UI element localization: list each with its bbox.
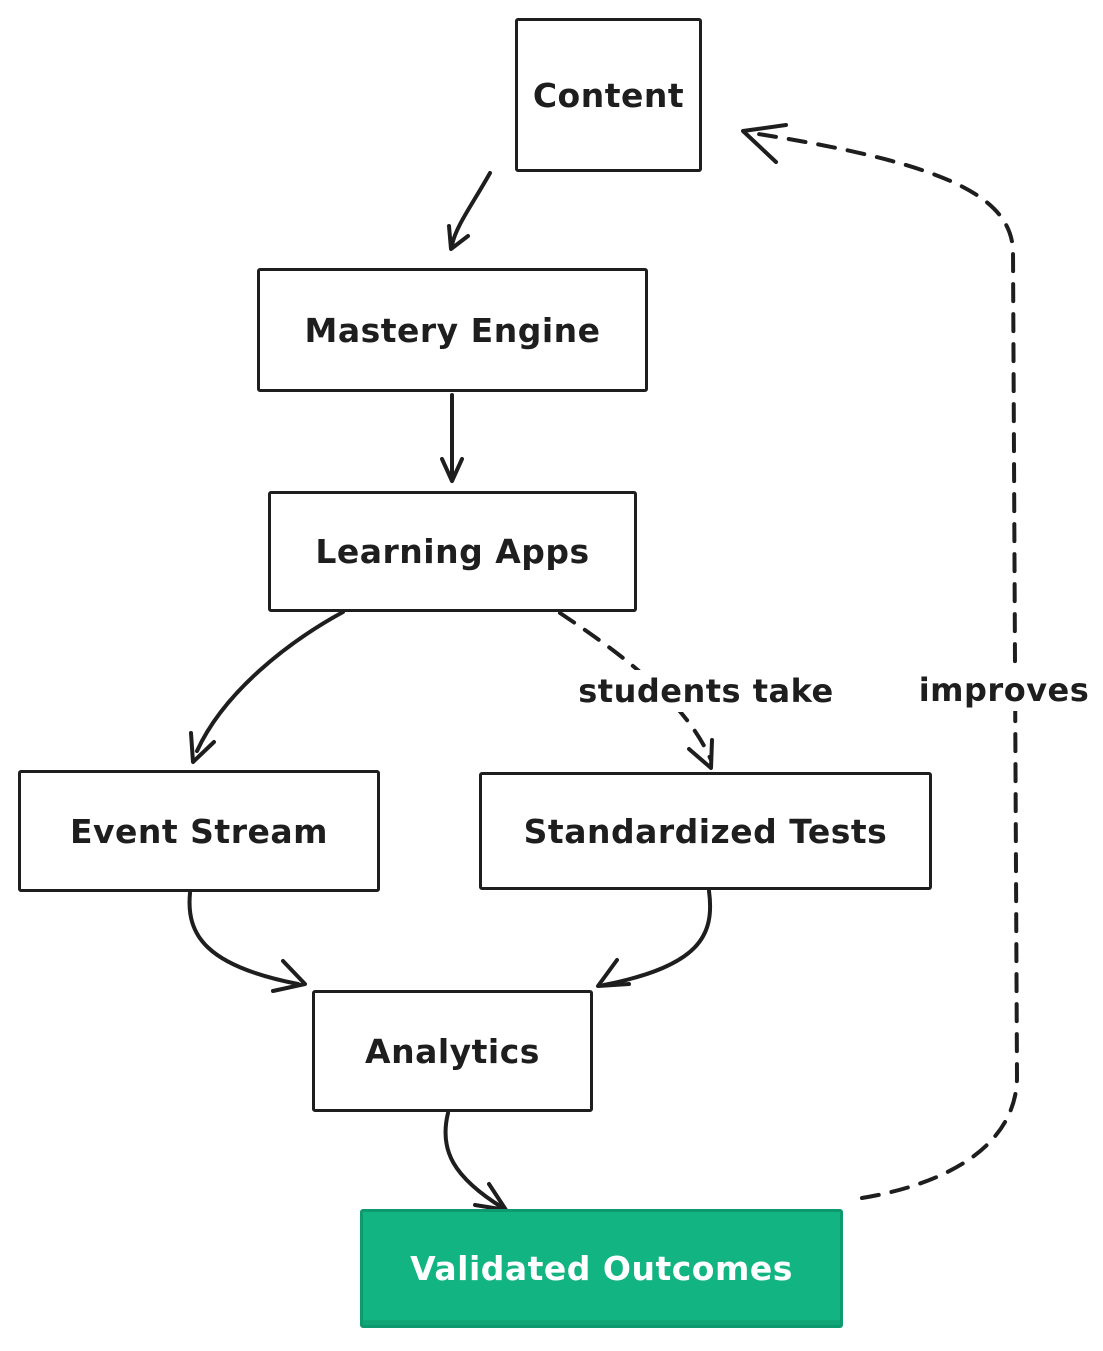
node-analytics: Analytics [312, 990, 593, 1112]
node-analytics-label: Analytics [365, 1031, 540, 1071]
arrowhead-analytics-right-icon [596, 958, 631, 988]
edge-analytics-to-validated-outcomes [443, 1111, 505, 1210]
node-mastery-engine-label: Mastery Engine [304, 310, 601, 350]
node-validated-outcomes: Validated Outcomes [360, 1209, 843, 1328]
arrowhead-event-stream-icon [189, 731, 216, 764]
node-learning-apps-label: Learning Apps [315, 532, 590, 571]
edge-content-to-mastery-engine [450, 171, 492, 247]
node-learning-apps: Learning Apps [268, 491, 637, 612]
node-mastery-engine: Mastery Engine [257, 268, 648, 392]
edge-validated-outcomes-to-content [750, 131, 1019, 1200]
arrowhead-analytics-left-icon [271, 959, 307, 993]
edge-label-improves: improves [908, 669, 1100, 711]
node-content-label: Content [532, 75, 685, 115]
edge-standardized-tests-to-analytics [602, 889, 713, 987]
edge-learning-apps-to-standardized-tests [558, 611, 713, 762]
node-content: Content [515, 18, 702, 172]
arrowhead-learning-apps-icon [440, 457, 464, 483]
arrowhead-mastery-engine-icon [447, 224, 470, 251]
edge-learning-apps-to-event-stream [195, 610, 345, 753]
arrowhead-content-icon [741, 123, 788, 164]
node-event-stream-label: Event Stream [69, 811, 329, 851]
arrowhead-validated-outcomes-icon [473, 1182, 508, 1212]
edge-label-students-take: students take [568, 670, 844, 712]
node-standardized-tests: Standardized Tests [479, 772, 932, 890]
node-event-stream: Event Stream [18, 770, 380, 892]
arrowhead-standardized-tests-icon [687, 738, 714, 770]
node-validated-outcomes-label: Validated Outcomes [410, 1249, 793, 1288]
edge-event-stream-to-analytics [187, 891, 300, 986]
node-standardized-tests-label: Standardized Tests [523, 811, 888, 851]
